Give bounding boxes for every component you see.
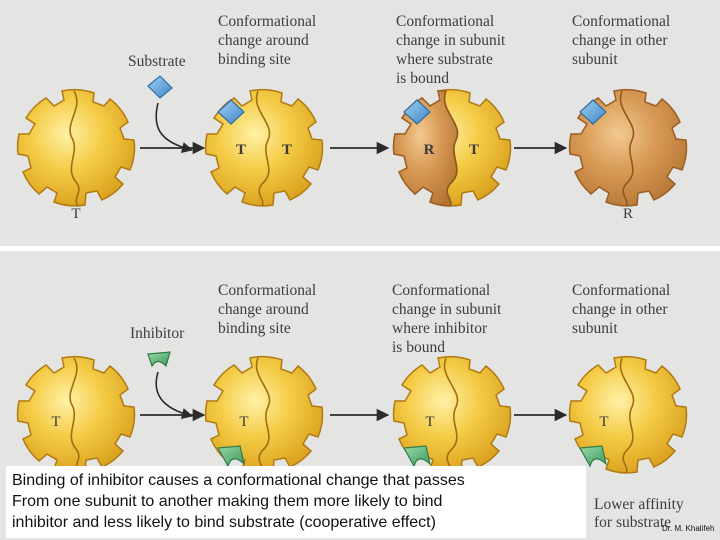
state-label-T-b4: T [599, 414, 608, 430]
inhibitor-binding-arrow [155, 371, 194, 419]
substrate-molecule [147, 75, 173, 99]
stage2-line-3: where substrate [396, 51, 493, 68]
state-label-T-b2: T [239, 414, 248, 430]
substrate-label: Substrate [128, 53, 186, 70]
caption-line-1: Binding of inhibitor causes a conformati… [12, 472, 465, 489]
enzyme-T-initial-bottom [16, 355, 136, 474]
state-label-R: R [623, 206, 633, 222]
author-credit: Dr. M. Khalifeh [662, 524, 715, 533]
bound-substrate-2 [403, 99, 431, 125]
inhibitor-label: Inhibitor [130, 325, 185, 342]
b-stage2-line-3: where inhibitor [392, 320, 488, 337]
b-stage3-line-2: change in other [572, 301, 668, 318]
panel-divider [0, 246, 720, 251]
caption-box: Binding of inhibitor causes a conformati… [6, 466, 586, 538]
stage3-line-2: change in other [572, 32, 668, 49]
stage1-line-1: Conformational [218, 13, 316, 30]
bound-inhibitor-1 [217, 445, 246, 468]
b-stage1-line-3: binding site [218, 320, 291, 337]
stage1-line-2: change around [218, 32, 309, 49]
subunit-label-left: T [236, 142, 246, 158]
state-label-T-b3: T [425, 414, 434, 430]
state-label-T: T [71, 206, 80, 222]
enzyme-R-T [392, 88, 512, 207]
affinity-line-2: for substrate [594, 514, 671, 531]
enzyme-T-initial [16, 88, 136, 207]
state-label-T-b1: T [51, 414, 60, 430]
affinity-line-1: Lower affinity [594, 496, 684, 513]
bound-inhibitor-3 [579, 445, 608, 468]
b-stage3-line-3: subunit [572, 320, 618, 337]
inhibitor-molecule [147, 351, 171, 368]
subunit-label-T: T [469, 142, 479, 158]
b-stage3-line-1: Conformational [572, 282, 670, 299]
substrate-binding-arrow [155, 102, 194, 153]
stage3-line-1: Conformational [572, 13, 670, 30]
b-stage2-line-2: change in subunit [392, 301, 502, 318]
b-stage1-line-2: change around [218, 301, 309, 318]
b-stage1-line-1: Conformational [218, 282, 316, 299]
stage1-line-3: binding site [218, 51, 291, 68]
bound-inhibitor-2 [403, 445, 432, 468]
caption-line-2: From one subunit to another making them … [12, 493, 443, 510]
stage2-line-4: is bound [396, 70, 449, 87]
bound-substrate-3 [579, 99, 607, 125]
stage2-line-2: change in subunit [396, 32, 506, 49]
bound-substrate [217, 99, 245, 125]
subunit-label-right: T [282, 142, 292, 158]
stage2-line-1: Conformational [396, 13, 494, 30]
stage3-line-3: subunit [572, 51, 618, 68]
caption-line-3: inhibitor and less likely to bind substr… [12, 514, 436, 531]
b-stage2-line-1: Conformational [392, 282, 490, 299]
subunit-label-R: R [424, 142, 435, 158]
b-stage2-line-4: is bound [392, 339, 445, 356]
